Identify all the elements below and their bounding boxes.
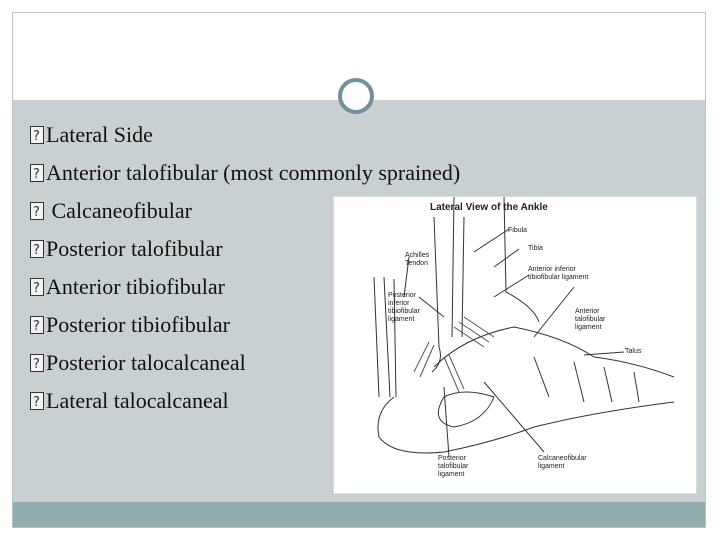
label-anterior-talofibular: Anterior talofibular ligament xyxy=(575,308,606,331)
label-calcaneofibular: Calcaneofibular ligament xyxy=(538,455,587,470)
footer-bar xyxy=(13,502,705,527)
bullet-icon xyxy=(30,125,44,149)
bullet-icon xyxy=(30,163,44,187)
bullet-item: Posterior tibiofibular xyxy=(30,313,680,351)
ankle-diagram xyxy=(333,196,697,494)
circle-ornament xyxy=(338,78,374,114)
bullet-item: Calcaneofibular xyxy=(30,199,680,237)
ankle-illustration xyxy=(373,196,675,458)
bullet-icon xyxy=(30,239,44,263)
bullet-list: Lateral Side Anterior talofibular (most … xyxy=(30,123,680,427)
bullet-item: Anterior tibiofibular xyxy=(30,275,680,313)
label-tibia: Tibia xyxy=(528,245,543,252)
label-posterior-talofibular: Posterior talofibular ligament xyxy=(438,455,469,478)
label-posterior-inferior-tibiofibular: Posterior inferior tibiofibular ligament xyxy=(388,292,420,323)
bullet-item: Lateral talocalcaneal xyxy=(30,389,680,427)
label-anterior-inferior-tibiofibular: Anterior inferior tibiofibular ligament xyxy=(528,266,589,281)
bullet-item: Posterior talocalcaneal xyxy=(30,351,680,389)
bullet-icon xyxy=(30,391,44,415)
bullet-icon xyxy=(30,353,44,377)
figure-title: Lateral View of the Ankle xyxy=(430,202,548,213)
bullet-item: Lateral Side xyxy=(30,123,680,161)
label-talus: Talus xyxy=(625,348,642,355)
bullet-icon xyxy=(30,201,44,225)
bullet-item: Posterior talofibular xyxy=(30,237,680,275)
label-achilles-tendon: Achilles Tendon xyxy=(405,252,430,267)
label-fibula: Fibula xyxy=(508,227,528,234)
bullet-icon xyxy=(30,315,44,339)
bullet-item: Anterior talofibular (most commonly spra… xyxy=(30,161,680,199)
bullet-icon xyxy=(30,277,44,301)
